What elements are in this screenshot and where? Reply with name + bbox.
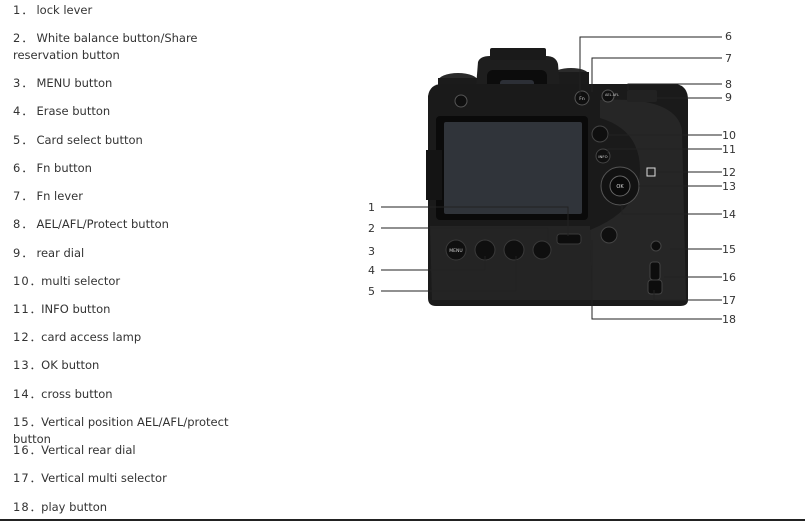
legend-item-2: 2． White balance button/Share reservatio… [13,31,198,62]
callout-2: 2 [368,222,375,235]
camera-body [426,48,688,306]
legend-item-8: 8． AEL/AFL/Protect button [13,217,169,231]
callout-12: 12 [722,166,736,179]
callout-9: 9 [725,91,732,104]
callout-14: 14 [722,208,736,221]
legend-item-6: 6． Fn button [13,161,92,175]
bottom-divider [0,519,805,521]
legend-item-11: 11．INFO button [13,302,111,316]
legend-item-17: 17．Vertical multi selector [13,471,167,485]
camera-ael-text: AEL AFL [605,93,619,97]
legend-item-14: 14．cross button [13,387,113,401]
callout-10: 10 [722,129,736,142]
legend-item-1: 1． lock lever [13,3,93,17]
camera-info-text: INFO [598,154,607,159]
callout-16: 16 [722,271,736,284]
legend-item-9: 9． rear dial [13,246,85,260]
camera-menu-text: MENU [449,248,462,254]
legend-item-15: 15．Vertical position AEL/AFL/protect but… [13,415,229,446]
camera-ok-text: OK [616,184,624,190]
callout-15: 15 [722,243,736,256]
legend-item-3: 3． MENU button [13,76,113,90]
callout-4: 4 [368,264,375,277]
callout-1: 1 [368,201,375,214]
callout-numbers: 1 2 3 4 5 6 7 8 9 10 11 12 13 14 15 16 1… [368,30,736,326]
legend-item-7: 7． Fn lever [13,189,83,203]
callout-8: 8 [725,78,732,91]
legend-item-13: 13．OK button [13,358,100,372]
callout-13: 13 [722,180,736,193]
callout-17: 17 [722,294,736,307]
legend-item-16: 16．Vertical rear dial [13,443,136,457]
callout-3: 3 [368,245,375,258]
callout-11: 11 [722,143,736,156]
leader-lines [381,36,722,320]
callout-7: 7 [725,52,732,65]
callout-18: 18 [722,313,736,326]
camera-fn-text: Fn [579,96,585,102]
legend-item-10: 10．multi selector [13,274,121,288]
legend-item-18: 18．play button [13,500,108,514]
legend-item-4: 4． Erase button [13,104,111,118]
callout-6: 6 [725,30,732,43]
legend-item-5: 5． Card select button [13,133,143,147]
callout-5: 5 [368,285,375,298]
legend-item-12: 12．card access lamp [13,330,142,344]
